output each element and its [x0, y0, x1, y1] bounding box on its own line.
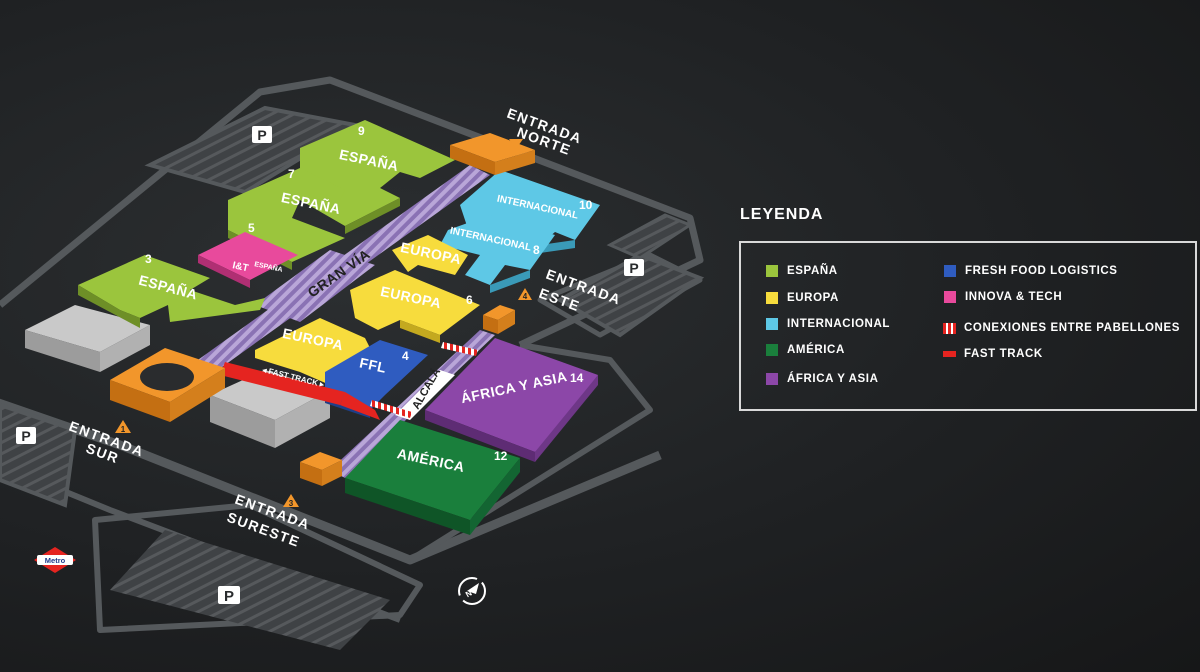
entrance-number: 3: [289, 499, 294, 508]
legend-item-america: AMÉRICA: [766, 344, 845, 356]
entrance-building-este: [483, 305, 515, 334]
gran-via-walkway: GRAN VÍA: [195, 165, 490, 372]
pavilion-3[interactable]: ESPAÑA 3: [78, 252, 265, 328]
fast-track-swatch: [943, 351, 956, 357]
parking-label: P: [21, 428, 30, 444]
entrance-marker-icon: [115, 420, 131, 433]
pavilion-number: 3: [145, 252, 152, 266]
parking-icon: [16, 427, 36, 444]
legend-item-fresh-food-logistics: FRESH FOOD LOGISTICS: [944, 265, 1118, 277]
parking-label: P: [257, 127, 266, 143]
entrance-building-sur: [110, 348, 225, 422]
pavilion-number: 9: [358, 124, 365, 138]
legend-item-internacional: INTERNACIONAL: [766, 318, 890, 330]
legend-label: INTERNACIONAL: [787, 318, 890, 330]
parking-icon: [218, 586, 240, 604]
pavilion-europa-center[interactable]: EUROPA 6: [350, 270, 480, 343]
legend-swatch: [766, 265, 778, 277]
entrance-marker-icon: [509, 139, 523, 149]
entrance-building-norte: [450, 133, 535, 175]
legend-item-innova-tech: INNOVA & TECH: [944, 291, 1062, 303]
pavilion-number: 12: [494, 449, 508, 463]
entrance-sur[interactable]: 1 ENTRADA SUR: [67, 418, 147, 467]
legend-item-europa: EUROPA: [766, 292, 839, 304]
entrance-marker-icon: [518, 288, 532, 300]
legend-label: ESPAÑA: [787, 265, 838, 277]
parking-icon: [624, 259, 644, 276]
pavilion-5[interactable]: I&T ESPAÑA 5: [198, 221, 298, 288]
pavilion-label: I&T: [231, 260, 249, 274]
legend-label: INNOVA & TECH: [965, 291, 1063, 303]
legend-label: FRESH FOOD LOGISTICS: [965, 265, 1118, 277]
pavilion-14[interactable]: ÁFRICA Y ASIA 14: [425, 338, 598, 462]
legend-swatch: [766, 344, 778, 356]
legend-box: [739, 241, 1197, 411]
service-building-west: [25, 305, 150, 372]
compass-label: N: [464, 588, 474, 599]
legend-swatch: [766, 373, 778, 385]
legend-label: AMÉRICA: [787, 344, 845, 356]
pavilion-12[interactable]: AMÉRICA 12: [345, 420, 520, 535]
pavilion-number: 7: [288, 167, 295, 181]
legend-label: FAST TRACK: [964, 348, 1043, 360]
entrance-marker-icon: [283, 494, 299, 507]
parking-area-south: P: [110, 530, 390, 650]
metro-label: Metro: [45, 556, 66, 565]
legend-swatch: [766, 292, 778, 304]
pavilion-number: 4: [402, 349, 409, 363]
pavilion-6[interactable]: EUROPA: [392, 235, 468, 275]
entrance-number: 1: [121, 425, 126, 434]
legend-item-espana: ESPAÑA: [766, 265, 838, 277]
legend-label: CONEXIONES ENTRE PABELLONES: [964, 322, 1180, 334]
legend-title: LEYENDA: [740, 206, 824, 223]
pavilion-label: FFL: [358, 354, 388, 375]
entrance-building-sureste: [300, 452, 342, 486]
legend-label: ÁFRICA Y ASIA: [787, 373, 879, 385]
connection-swatch: [943, 322, 956, 334]
pavilion-number: 5: [248, 221, 255, 235]
pavilion-number: 6: [466, 293, 473, 307]
parking-label: P: [629, 260, 638, 276]
legend-label: EUROPA: [787, 292, 839, 304]
legend-item-africa-asia: ÁFRICA Y ASIA: [766, 373, 879, 385]
pavilion-connections: [370, 342, 478, 418]
fast-track-bar: ◂ FAST TRACK ▸: [220, 362, 380, 420]
legend-item-fast-track: FAST TRACK: [943, 348, 1043, 360]
parking-icon: [252, 126, 272, 143]
compass-icon: N: [458, 577, 486, 605]
pavilion-8[interactable]: INTERNACIONAL 8: [440, 215, 555, 293]
parking-area-west: P: [0, 402, 78, 508]
parking-label: P: [224, 588, 234, 605]
pavilion-number: 14: [570, 371, 584, 385]
legend-swatch: [766, 318, 778, 330]
pavilion-number: 10: [579, 198, 593, 212]
metro-icon[interactable]: Metro: [34, 547, 76, 573]
pavilion-number: 8: [533, 243, 540, 257]
entrance-number: 4: [523, 292, 528, 301]
legend-swatch: [944, 291, 956, 303]
parking-area-east: P: [555, 213, 705, 338]
legend-swatch: [944, 265, 956, 277]
legend-item-conexiones: CONEXIONES ENTRE PABELLONES: [943, 322, 1180, 334]
